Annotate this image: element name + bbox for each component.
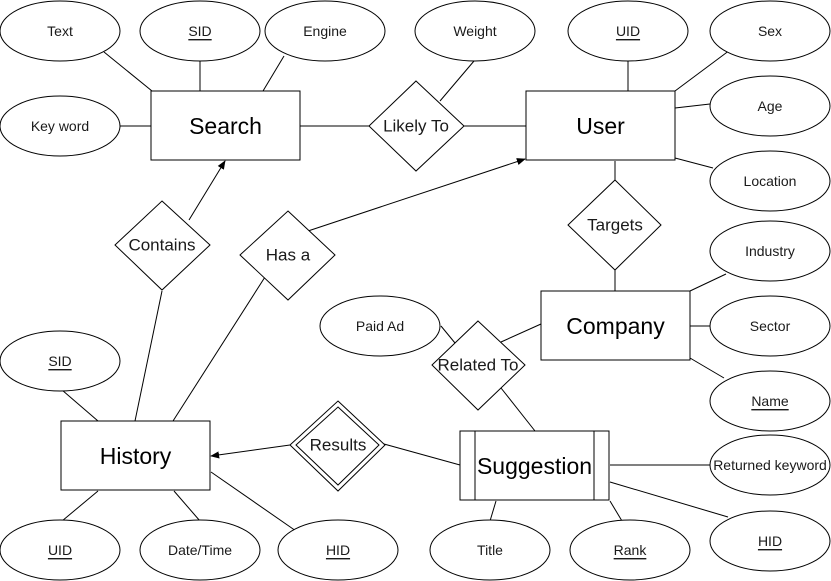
attribute-keyword[interactable]: Key word [0, 95, 121, 157]
relationship-contains[interactable]: Contains [114, 200, 211, 291]
attribute-rank[interactable]: Rank [569, 519, 691, 581]
attribute-name-label: Name [751, 393, 789, 409]
entity-user[interactable]: User [525, 90, 676, 161]
attribute-engine[interactable]: Engine [264, 0, 386, 62]
attribute-location[interactable]: Location [709, 150, 831, 212]
connectors [61, 49, 731, 532]
attribute-location-label: Location [744, 173, 797, 189]
attribute-title-label: Title [477, 542, 503, 558]
attribute-text[interactable]: Text [0, 0, 121, 62]
attribute-weight[interactable]: Weight [414, 0, 536, 62]
identifying-relationship-results[interactable]: Results [289, 400, 386, 492]
attribute-returned-keyword[interactable]: Returned keyword [709, 434, 831, 496]
attribute-suggestion-hid-label: HID [758, 533, 782, 549]
attribute-history-hid[interactable]: HID [277, 519, 399, 581]
attribute-rank-label: Rank [614, 542, 648, 558]
attribute-name[interactable]: Name [709, 370, 831, 432]
attribute-industry[interactable]: Industry [709, 220, 831, 282]
attribute-returned-keyword-label: Returned keyword [713, 457, 827, 473]
entity-history-label: History [100, 443, 172, 469]
attribute-search-sid-label: SID [188, 23, 211, 39]
attribute-title[interactable]: Title [429, 519, 551, 581]
attribute-engine-label: Engine [303, 23, 347, 39]
entity-suggestion-label: Suggestion [477, 453, 592, 479]
attribute-paid-ad-label: Paid Ad [356, 318, 404, 334]
attribute-history-hid-label: HID [326, 542, 350, 558]
attribute-datetime[interactable]: Date/Time [139, 519, 261, 581]
relationship-likely-to-label: Likely To [383, 117, 449, 136]
attribute-paid-ad[interactable]: Paid Ad [319, 295, 441, 357]
attribute-sex-label: Sex [758, 23, 782, 39]
attribute-age-label: Age [758, 98, 783, 114]
entity-company-label: Company [566, 313, 665, 339]
entity-search-label: Search [189, 113, 262, 139]
attribute-suggestion-hid[interactable]: HID [709, 510, 831, 572]
attribute-user-uid-label: UID [616, 23, 640, 39]
relationship-has-a-label: Has a [266, 246, 311, 265]
attribute-sector[interactable]: Sector [709, 295, 831, 357]
attribute-history-sid[interactable]: SID [0, 330, 121, 392]
attribute-sex[interactable]: Sex [709, 0, 831, 62]
relationship-results-label: Results [310, 436, 367, 455]
attribute-sector-label: Sector [750, 318, 791, 334]
attribute-datetime-label: Date/Time [168, 542, 232, 558]
attribute-search-sid[interactable]: SID [139, 0, 261, 62]
entity-company[interactable]: Company [540, 290, 691, 361]
attribute-age[interactable]: Age [709, 75, 831, 137]
entity-search[interactable]: Search [150, 90, 301, 161]
relationship-likely-to[interactable]: Likely To [368, 80, 465, 172]
attribute-keyword-label: Key word [31, 118, 89, 134]
relationship-related-to[interactable]: Related To [431, 320, 526, 411]
attribute-text-label: Text [47, 23, 73, 39]
relationship-targets[interactable]: Targets [567, 179, 662, 271]
entity-history[interactable]: History [60, 420, 211, 491]
attribute-history-sid-label: SID [48, 353, 71, 369]
relationship-targets-label: Targets [587, 216, 643, 235]
attribute-weight-label: Weight [453, 23, 496, 39]
relationship-related-to-label: Related To [438, 356, 519, 375]
entity-user-label: User [576, 113, 625, 139]
attribute-history-uid-label: UID [48, 542, 72, 558]
relationship-contains-label: Contains [128, 236, 195, 255]
attribute-industry-label: Industry [745, 243, 795, 259]
attribute-history-uid[interactable]: UID [0, 519, 121, 581]
weak-entity-suggestion[interactable]: Suggestion [459, 430, 610, 501]
relationship-has-a[interactable]: Has a [239, 210, 336, 301]
attribute-user-uid[interactable]: UID [567, 0, 689, 62]
